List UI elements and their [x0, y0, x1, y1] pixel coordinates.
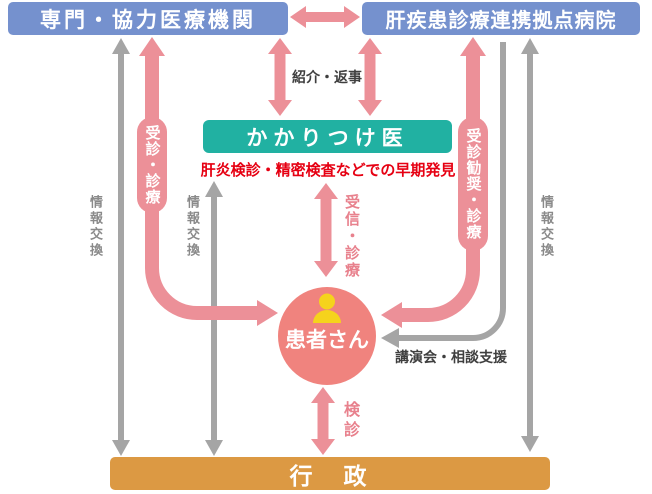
screening-label: 検診	[341, 401, 360, 441]
lecture-support-label: 講演会・相談支援	[395, 350, 507, 366]
receive-treatment-arrow-center	[314, 183, 338, 277]
hub-hospital-label: 肝疾患診療連携拠点病院	[385, 8, 617, 32]
info-exchange-label-left-inner: 情報交換	[184, 195, 199, 259]
specialist-hospital-label: 専門・協力医療機関	[40, 7, 256, 32]
info-exchange-label-right: 情報交換	[538, 195, 553, 259]
info-exchange-arrow-left-outer	[112, 38, 130, 456]
early-detection-note: 肝炎検診・精密検査などでの早期発見	[200, 161, 456, 179]
government-box: 行 政	[110, 457, 550, 490]
family-doctor-box: かかりつけ医	[203, 120, 452, 153]
consult-treatment-arrow-left	[139, 37, 278, 326]
referral-reply-label: 紹介・返事	[292, 70, 362, 86]
patient-label: 患者さん	[285, 328, 369, 352]
consult-encourage-arrow-right	[381, 37, 486, 328]
screening-arrow-bottom	[311, 387, 335, 455]
specialist-hospital-box: 専門・協力医療機関	[8, 2, 288, 35]
referral-arrow-right	[358, 38, 382, 116]
patient-circle: 患者さん	[278, 287, 376, 385]
top-link-arrow	[290, 6, 360, 28]
info-exchange-label-left-outer: 情報交換	[87, 195, 102, 259]
referral-arrow-left	[268, 38, 292, 116]
consult-encourage-label: 受診勧奨・診療	[464, 128, 483, 240]
hub-hospital-box: 肝疾患診療連携拠点病院	[362, 2, 640, 35]
government-label: 行 政	[289, 463, 371, 490]
family-doctor-label: かかりつけ医	[246, 125, 409, 150]
consult-encourage-pill: 受診勧奨・診療	[458, 117, 488, 251]
info-exchange-arrow-right	[521, 38, 539, 452]
consult-treatment-label: 受診・診療	[143, 125, 162, 205]
lecture-support-arrow	[381, 42, 506, 348]
person-icon	[313, 293, 341, 323]
consult-treatment-pill: 受診・診療	[137, 117, 167, 213]
receive-treatment-label: 受信・診療	[343, 194, 361, 279]
